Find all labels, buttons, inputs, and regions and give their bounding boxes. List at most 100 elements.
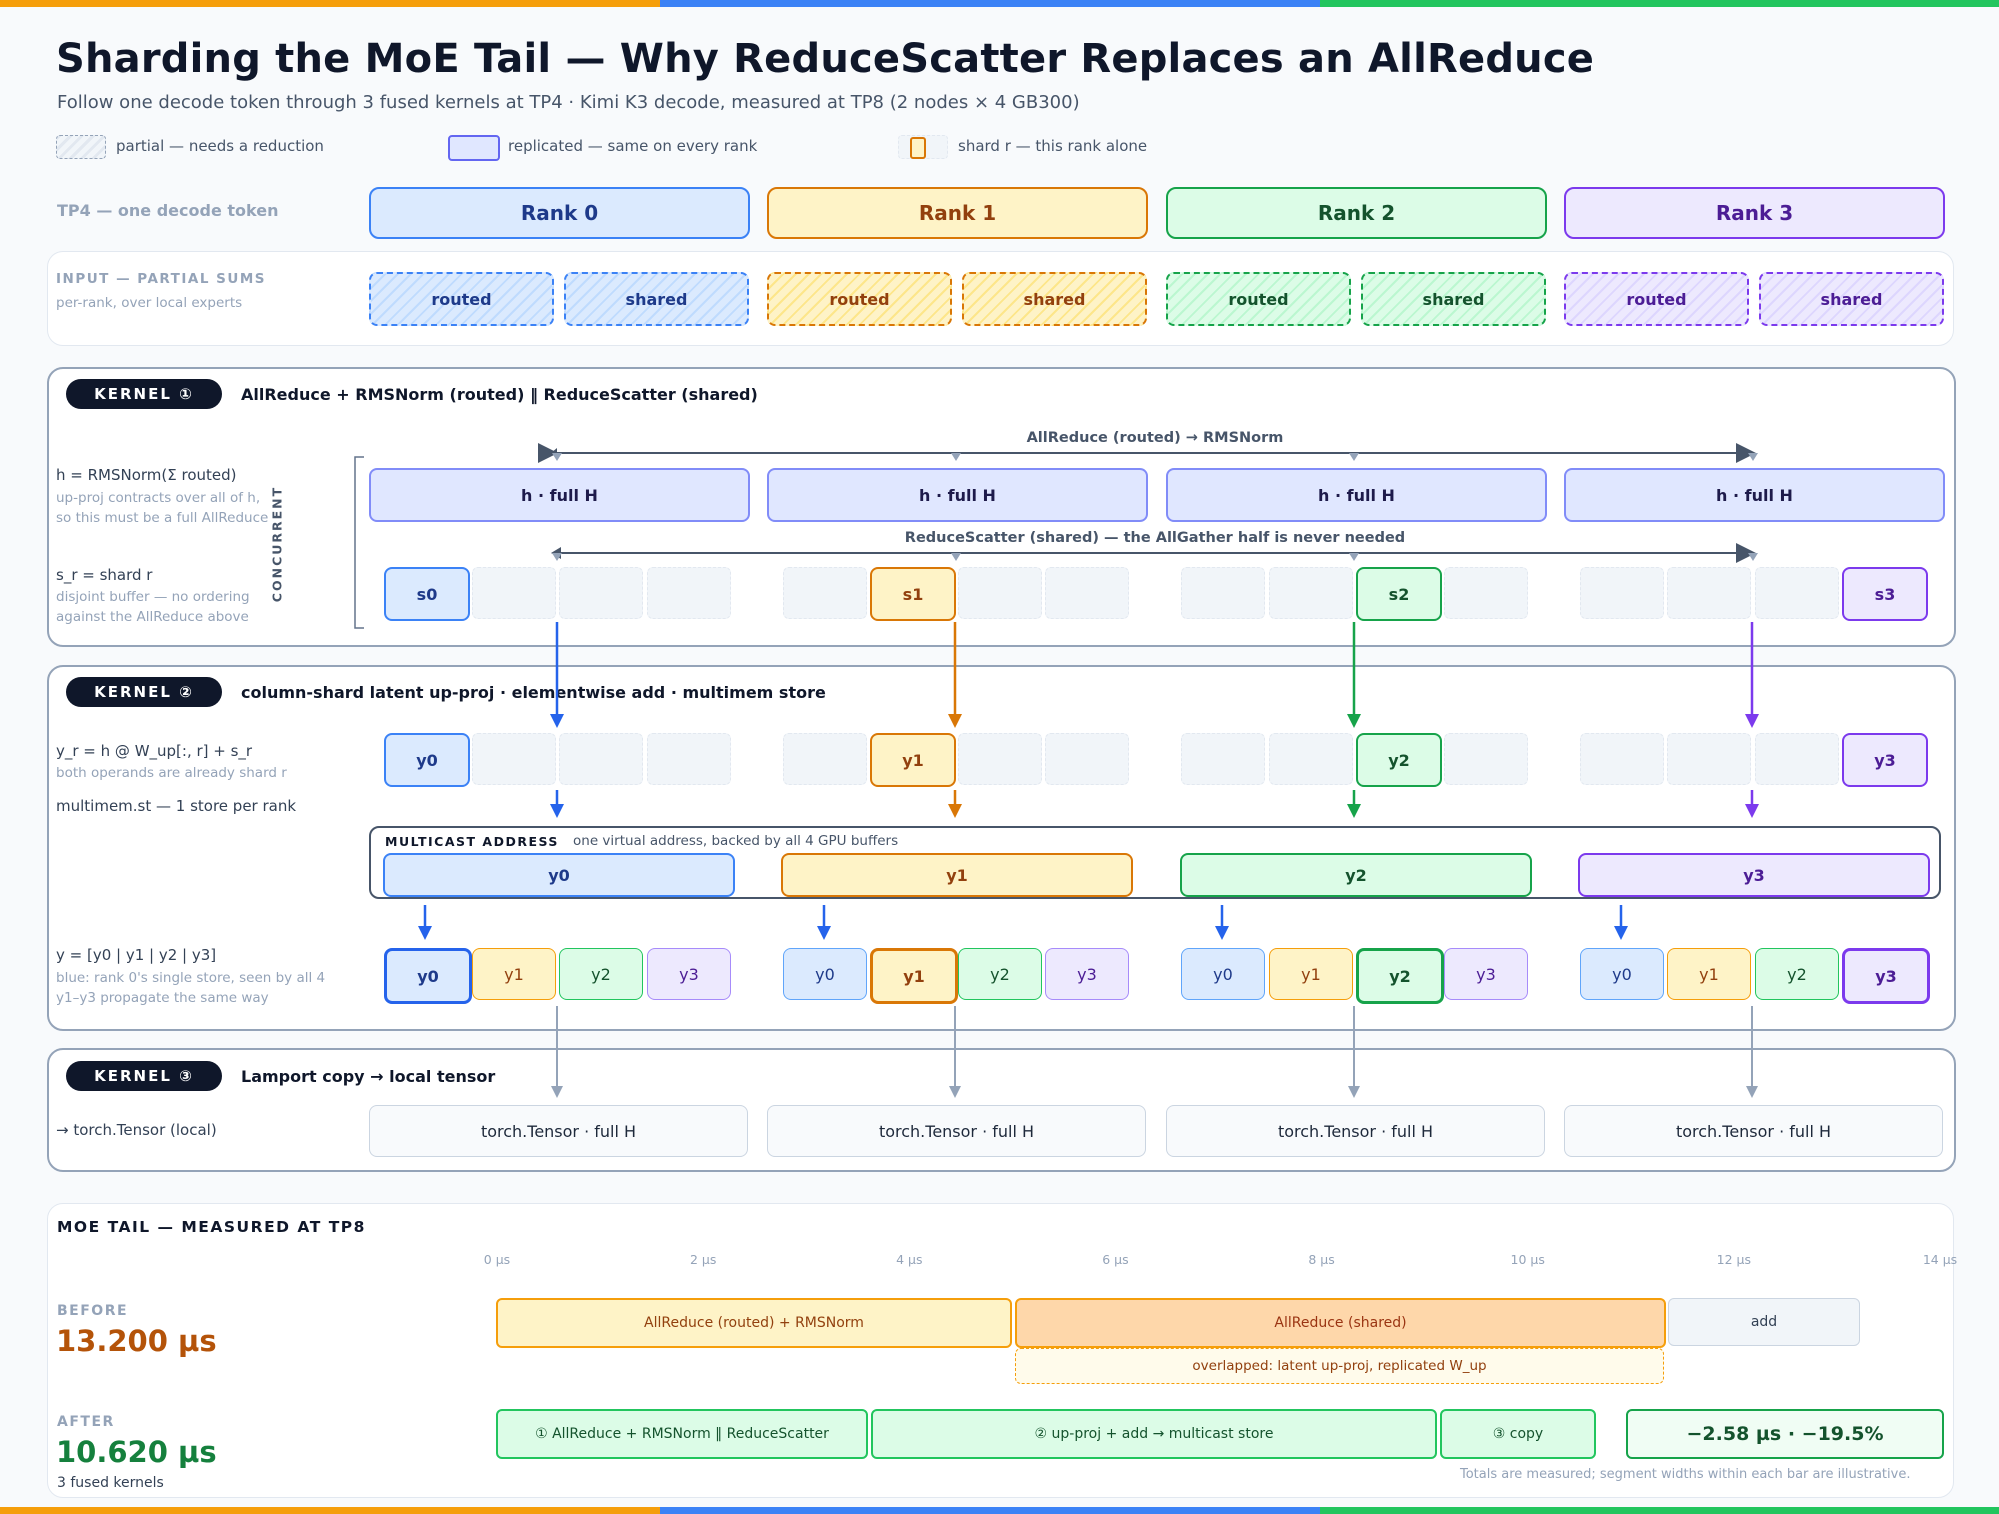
multicast-y2: y2 — [1180, 853, 1532, 897]
rank2-routed-partial: routed — [1166, 272, 1351, 326]
before-seg-add: add — [1668, 1298, 1860, 1346]
before-seg-allreduce-routed: AllReduce (routed) + RMSNorm — [496, 1298, 1012, 1348]
after-seg-kernel2: ② up-proj + add → multicast store — [871, 1409, 1437, 1459]
empty-slot — [1444, 567, 1528, 619]
rank3-gather-y3: y3 — [1842, 948, 1930, 1004]
empty-slot — [1580, 733, 1664, 785]
empty-slot — [958, 733, 1042, 785]
rank3-gather-y1: y1 — [1667, 948, 1751, 1000]
tp4-label: TP4 — one decode token — [57, 201, 279, 220]
empty-slot — [559, 567, 643, 619]
after-value: 10.620 µs — [56, 1435, 217, 1469]
rank0-gather-y1: y1 — [472, 948, 556, 1000]
k2-gather-sub1: blue: rank 0's single store, seen by all… — [56, 970, 326, 986]
overlap-note: overlapped: latent up-proj, replicated W… — [1015, 1348, 1664, 1384]
rank0-gather-y3: y3 — [647, 948, 731, 1000]
reducescatter-arrow-label: ReduceScatter (shared) — the AllGather h… — [904, 530, 1406, 546]
rank2-gather-y1: y1 — [1269, 948, 1353, 1000]
legend-shard-label: shard r — this rank alone — [958, 137, 1148, 155]
empty-slot — [559, 733, 643, 785]
before-label: BEFORE — [57, 1303, 129, 1319]
k1-h-note: h = RMSNorm(Σ routed) — [56, 466, 237, 484]
input-sub: per-rank, over local experts — [56, 295, 243, 311]
empty-slot — [783, 567, 867, 619]
legend-replicated-swatch — [448, 135, 500, 161]
rank1-gather-y3: y3 — [1045, 948, 1129, 1000]
legend-partial-swatch — [56, 135, 106, 159]
k2-y-sub: both operands are already shard r — [56, 765, 287, 781]
after-sub: 3 fused kernels — [57, 1475, 164, 1491]
input-label: INPUT — PARTIAL SUMS — [56, 271, 267, 287]
rank0-gather-y0: y0 — [384, 948, 472, 1004]
rank2-gather-y2: y2 — [1356, 948, 1444, 1004]
rank1-y1: y1 — [870, 733, 956, 787]
rank0-shared-partial: shared — [564, 272, 749, 326]
rank1-torch-tensor: torch.Tensor · full H — [767, 1105, 1146, 1157]
empty-slot — [783, 733, 867, 785]
timeline-tick-label: 12 µs — [1716, 1252, 1752, 1267]
rank3-routed-partial: routed — [1564, 272, 1749, 326]
kernel3-title: Lamport copy → local tensor — [241, 1067, 496, 1086]
empty-slot — [1667, 733, 1751, 785]
empty-slot — [1045, 567, 1129, 619]
rank1-shared-partial: shared — [962, 272, 1147, 326]
rank-2-header: Rank 2 — [1166, 187, 1547, 239]
rank3-y3: y3 — [1842, 733, 1928, 787]
k2-multimem-note: multimem.st — 1 store per rank — [56, 797, 297, 815]
empty-slot — [472, 567, 556, 619]
kernel2-badge: KERNEL ② — [66, 677, 222, 707]
after-label: AFTER — [57, 1414, 115, 1430]
empty-slot — [647, 567, 731, 619]
multicast-y3: y3 — [1578, 853, 1930, 897]
kernel2-title: column-shard latent up-proj · elementwis… — [241, 683, 826, 702]
rank0-routed-partial: routed — [369, 272, 554, 326]
timeline-tick-label: 2 µs — [689, 1252, 717, 1267]
rank3-torch-tensor: torch.Tensor · full H — [1564, 1105, 1943, 1157]
empty-slot — [647, 733, 731, 785]
after-seg-kernel1: ① AllReduce + RMSNorm ‖ ReduceScatter — [496, 1409, 868, 1459]
rank1-routed-partial: routed — [767, 272, 952, 326]
before-seg-allreduce-shared: AllReduce (shared) — [1015, 1298, 1666, 1348]
timeline-tick-label: 4 µs — [896, 1252, 923, 1267]
page-subtitle: Follow one decode token through 3 fused … — [57, 92, 1080, 113]
rank2-shard-s2: s2 — [1356, 567, 1442, 621]
rank2-y2: y2 — [1356, 733, 1442, 787]
rank3-shared-partial: shared — [1759, 272, 1944, 326]
bottom-accent-bar — [0, 1507, 1999, 1514]
empty-slot — [1755, 733, 1839, 785]
k2-gather-note: y = [y0 | y1 | y2 | y3] — [56, 946, 217, 964]
multicast-sub: one virtual address, backed by all 4 GPU… — [573, 833, 899, 849]
rank0-torch-tensor: torch.Tensor · full H — [369, 1105, 748, 1157]
rank3-shard-s3: s3 — [1842, 567, 1928, 621]
empty-slot — [1667, 567, 1751, 619]
empty-slot — [1755, 567, 1839, 619]
empty-slot — [1181, 567, 1265, 619]
rank-3-header: Rank 3 — [1564, 187, 1945, 239]
rank1-h-full: h · full H — [767, 468, 1148, 522]
rank3-h-full: h · full H — [1564, 468, 1945, 522]
rank1-gather-y0: y0 — [783, 948, 867, 1000]
before-value: 13.200 µs — [56, 1324, 217, 1358]
timeline-footnote: Totals are measured; segment widths with… — [1460, 1467, 1911, 1482]
legend-shard-marker — [910, 137, 926, 159]
multicast-y1: y1 — [781, 853, 1133, 897]
empty-slot — [958, 567, 1042, 619]
k3-note: → torch.Tensor (local) — [56, 1121, 217, 1139]
k1-h-sub2: so this must be a full AllReduce — [56, 510, 269, 526]
k2-gather-sub2: y1–y3 propagate the same way — [56, 990, 269, 1006]
timeline-tick-label: 0 µs — [483, 1252, 511, 1267]
rank1-gather-y1: y1 — [870, 948, 958, 1004]
rank2-gather-y0: y0 — [1181, 948, 1265, 1000]
empty-slot — [1181, 733, 1265, 785]
rank2-shared-partial: shared — [1361, 272, 1546, 326]
timeline-title: MOE TAIL — MEASURED AT TP8 — [57, 1218, 366, 1236]
empty-slot — [472, 733, 556, 785]
rank0-h-full: h · full H — [369, 468, 750, 522]
empty-slot — [1269, 733, 1353, 785]
rank0-shard-s0: s0 — [384, 567, 470, 621]
timeline-tick-label: 14 µs — [1922, 1252, 1958, 1267]
rank3-gather-y0: y0 — [1580, 948, 1664, 1000]
page-title: Sharding the MoE Tail — Why ReduceScatte… — [56, 36, 1595, 82]
kernel1-badge: KERNEL ① — [66, 379, 222, 409]
rank0-y0: y0 — [384, 733, 470, 787]
